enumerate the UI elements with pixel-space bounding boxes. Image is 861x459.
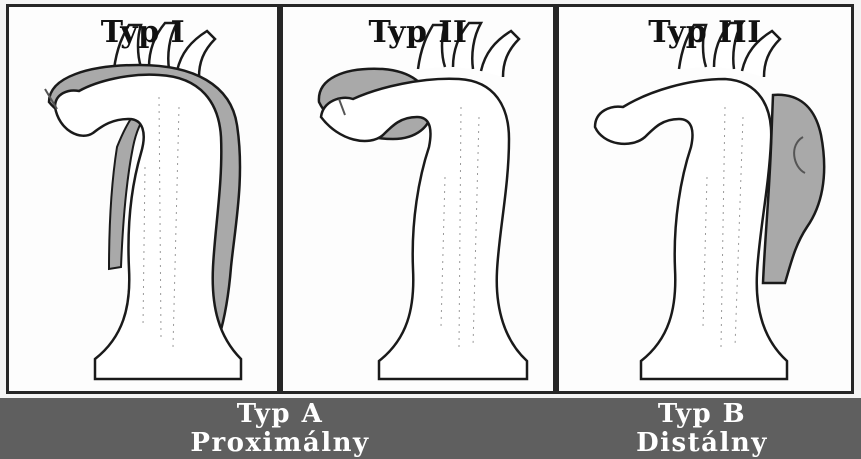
panel-type-1: Typ I: [6, 4, 280, 394]
panel-type-2: Typ II: [280, 4, 556, 394]
panel-title-type-2: Typ II: [283, 15, 553, 50]
aorta-illustration-type-3: [559, 7, 851, 391]
footer-group-b-line2: Distálny: [582, 429, 822, 458]
panel-type-3: Typ III: [556, 4, 854, 394]
footer-group-b: Typ B Distálny: [582, 400, 822, 458]
footer-group-a: Typ A Proximálny: [150, 400, 410, 458]
aorta-illustration-type-1: [9, 7, 277, 391]
footer-group-b-line1: Typ B: [582, 400, 822, 429]
footer-group-a-line2: Proximálny: [150, 429, 410, 458]
footer-band: Typ A Proximálny Typ B Distálny: [0, 398, 861, 459]
panel-title-type-3: Typ III: [559, 15, 851, 50]
footer-group-a-line1: Typ A: [150, 400, 410, 429]
panel-title-type-1: Typ I: [9, 15, 277, 50]
aorta-illustration-type-2: [283, 7, 553, 391]
